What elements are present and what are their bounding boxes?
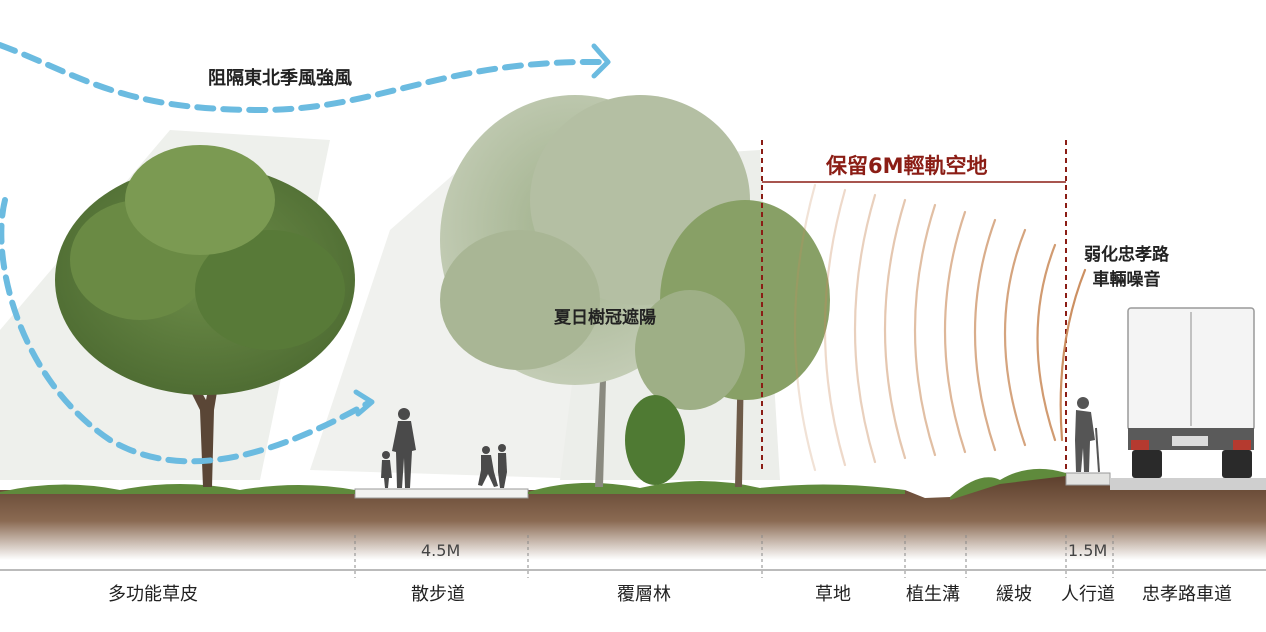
elderly-pedestrian — [1075, 397, 1100, 473]
road-surface — [1110, 478, 1266, 490]
rail-reserve-label: 保留6M輕軌空地 — [826, 154, 988, 178]
wind-barrier-label: 阻隔東北季風強風 — [208, 68, 352, 89]
zone-label-sidewalk: 人行道 — [1061, 584, 1115, 605]
tree-multi-purpose-lawn — [55, 145, 355, 487]
sidewalk-slab — [1065, 472, 1111, 486]
zone-label-gentle-slope: 緩坡 — [996, 584, 1032, 605]
noise-reduction-label: 弱化忠孝路 車輛噪音 — [1084, 243, 1169, 293]
zone-label-multi-lawn: 多功能草皮 — [108, 584, 198, 605]
sidewalk-width-label: 1.5M — [1068, 541, 1108, 560]
truck — [1127, 307, 1255, 478]
zone-label-bioswale: 植生溝 — [906, 584, 960, 605]
wind-arrow — [0, 42, 603, 465]
zone-label-road: 忠孝路車道 — [1142, 584, 1232, 605]
rail-reserve-marker — [761, 140, 1067, 470]
zone-label-walkway: 散步道 — [411, 584, 465, 605]
walkway-width-label: 4.5M — [421, 541, 461, 560]
pedestrian-silhouettes — [381, 408, 507, 488]
zone-label-layered-forest: 覆層林 — [617, 584, 671, 605]
wind-arrowhead — [353, 43, 611, 417]
noise-waves — [793, 183, 1087, 472]
zone-label-grassland: 草地 — [815, 584, 851, 605]
noise-label-line2: 車輛噪音 — [1092, 270, 1161, 290]
soil-layer — [0, 473, 1266, 560]
zone-ticks — [354, 535, 1114, 578]
tree-layered-forest — [440, 95, 830, 487]
grass-strip — [0, 468, 1066, 500]
noise-label-line1: 弱化忠孝路 — [1084, 245, 1169, 265]
walkway-slab — [354, 488, 529, 499]
summer-shade-label: 夏日樹冠遮陽 — [554, 308, 656, 328]
